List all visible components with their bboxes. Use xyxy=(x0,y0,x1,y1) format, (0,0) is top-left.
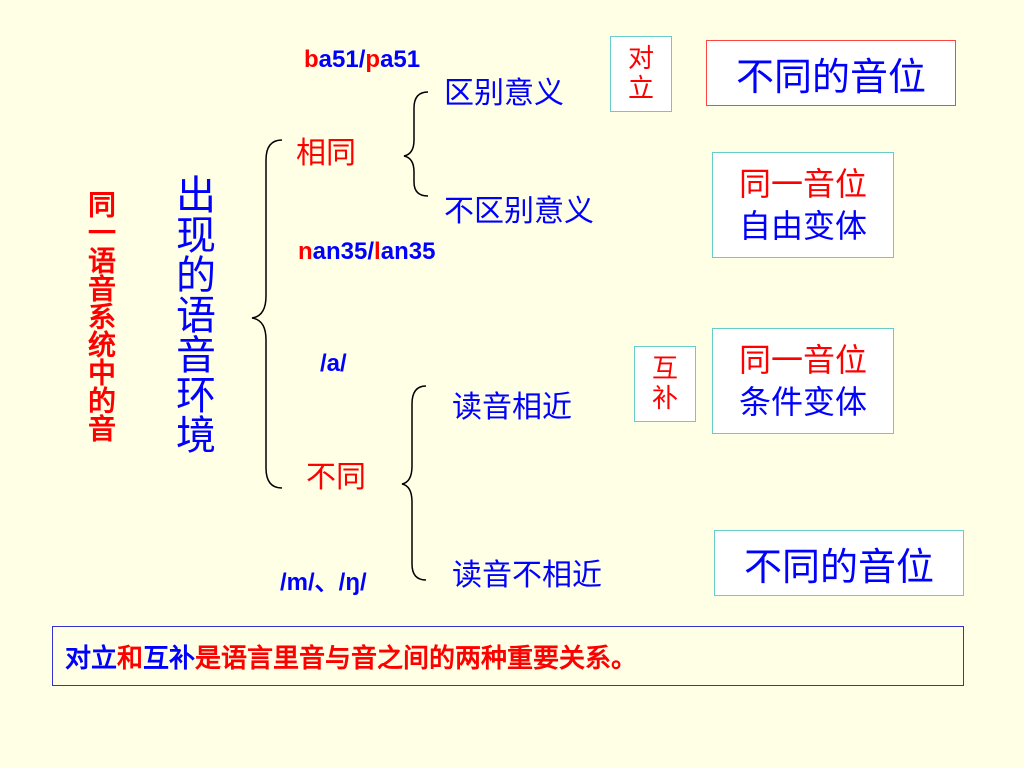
same-example-initial-2: p xyxy=(365,46,381,73)
free-variant-box: 同一音位 自由变体 xyxy=(712,152,894,258)
different-label: 不同 xyxy=(306,460,366,495)
nd-example-rest-2: an35 xyxy=(380,238,436,265)
similar-sound-label: 读音相近 xyxy=(452,390,572,425)
same-example-rest-1: a51/ xyxy=(318,46,366,73)
summary-and: 和 xyxy=(117,643,144,674)
opposition-line-2: 立 xyxy=(627,74,654,104)
complementary-line-2: 补 xyxy=(651,384,678,414)
different-phoneme-text-1: 不同的音位 xyxy=(735,54,926,99)
not-distinguish-meaning-label: 不区别意义 xyxy=(444,194,594,229)
complementary-line-1: 互 xyxy=(651,354,678,384)
example-a: /a/ xyxy=(320,350,347,377)
nd-example-rest-1: an35/ xyxy=(312,238,375,265)
same-brace xyxy=(403,91,429,197)
different-brace xyxy=(401,385,427,581)
free-variant-line-1: 同一音位 xyxy=(738,165,867,203)
conditional-variant-line-1: 同一音位 xyxy=(738,341,867,379)
same-example-rest-2: a51 xyxy=(380,46,421,73)
opposition-badge: 对 立 xyxy=(610,36,672,112)
different-phoneme-box-1: 不同的音位 xyxy=(706,40,956,106)
example-m-ng: /m/、/ŋ/ xyxy=(280,569,367,596)
root-label: 同一语音系统中的音 xyxy=(84,190,117,442)
distinguish-meaning-label: 区别意义 xyxy=(444,76,564,111)
different-phoneme-box-2: 不同的音位 xyxy=(714,530,964,596)
different-phoneme-text-2: 不同的音位 xyxy=(743,544,934,589)
nd-example-initial-2: l xyxy=(374,238,381,265)
environment-brace xyxy=(251,139,283,489)
free-variant-line-2: 自由变体 xyxy=(738,207,867,245)
summary-box: 对立和互补是语言里音与音之间的两种重要关系。 xyxy=(52,626,964,686)
summary-opposition: 对立 xyxy=(65,643,118,674)
environment-label: 出现的语音环境 xyxy=(169,174,215,454)
summary-rest: 是语言里音与音之间的两种重要关系。 xyxy=(195,643,638,674)
conditional-variant-line-2: 条件变体 xyxy=(738,383,867,421)
summary-complementary: 互补 xyxy=(143,643,196,674)
same-example: ba51/pa51 xyxy=(304,46,420,74)
opposition-line-1: 对 xyxy=(627,44,654,74)
not-similar-sound-label: 读音不相近 xyxy=(452,558,602,593)
conditional-variant-box: 同一音位 条件变体 xyxy=(712,328,894,434)
nd-example-initial-1: n xyxy=(298,238,313,265)
same-example-initial-1: b xyxy=(304,46,319,73)
not-distinguish-example: nan35/lan35 xyxy=(298,238,435,266)
same-label: 相同 xyxy=(296,136,356,171)
complementary-badge: 互 补 xyxy=(634,346,696,422)
